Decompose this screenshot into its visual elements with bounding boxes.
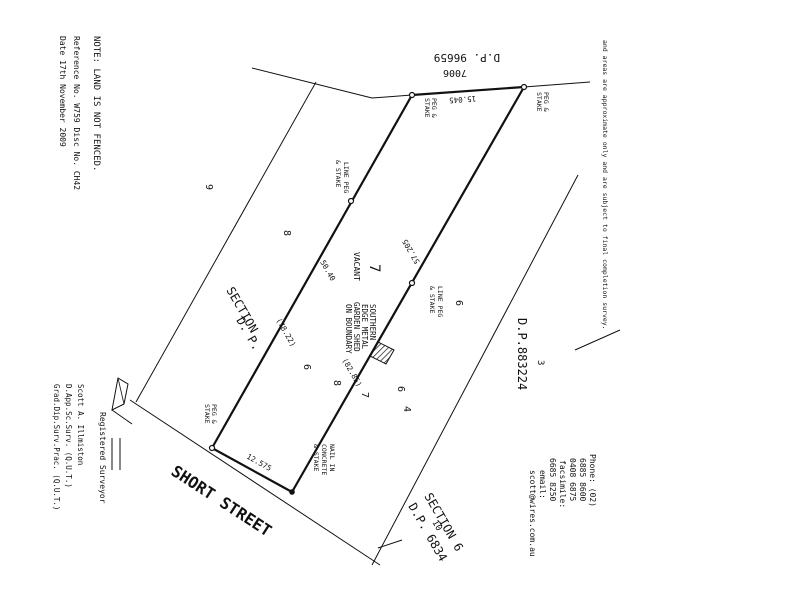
nail-bottom-right [289, 489, 295, 495]
north-arrow-icon [111, 377, 133, 425]
section-left-outer-line [135, 81, 317, 403]
lot-left-inner: 8 [281, 230, 292, 236]
peg-top-right [520, 83, 528, 91]
lot-right-boundary [291, 86, 525, 493]
right-outer-line [371, 174, 579, 566]
dim-left-upper: 50.40 [318, 259, 337, 283]
shed-line-4: ON BOUNDARY [344, 304, 353, 354]
contact-fax: 6685 8250 [548, 458, 557, 502]
contact-phone-2: 0408 6875 [568, 458, 577, 502]
contact-phone-label: Phone: (02) [588, 454, 597, 507]
marker-bottom-left-2: STAKE [203, 404, 211, 424]
top-right-reference-line [523, 81, 591, 88]
surveyor-name: Scott A. Illmiston [76, 384, 85, 465]
note-line-3: Date 17th November 2009 [58, 36, 67, 147]
marker-top-right-2: STAKE [535, 92, 543, 112]
marker-line-peg-left-2: & STAKE [334, 160, 342, 187]
lot-left-boundary [211, 94, 413, 449]
survey-pegs [208, 83, 528, 495]
top-reference-line-2 [371, 94, 413, 99]
surveyor-qual-1: D.App.Sc.Surv. (Q.U.T.) [64, 384, 73, 488]
lot-lower-8: 8 [331, 380, 342, 386]
shed-line-2: EDGE METAL [360, 304, 369, 350]
marker-bottom-right-3: & STAKE [312, 444, 320, 471]
right-lower-tick [574, 329, 621, 351]
lot-right-label: 3 [535, 360, 545, 365]
dp-right-label: D.P.883224 [515, 318, 529, 390]
marker-bottom-right-2: CONCRETE [320, 444, 328, 475]
lot-bottom-boundary [211, 447, 293, 493]
lot-top-label: 7006 [443, 67, 467, 78]
marker-line-peg-right-1: LINE PEG [436, 286, 444, 317]
shed-line-3: GARDEN SHED [352, 302, 361, 352]
dim-top: 15.045 [449, 94, 477, 105]
contact-phone-1: 6885 8600 [578, 458, 587, 502]
marker-bottom-left-1: PEG & [210, 404, 218, 424]
peg-top-left [408, 91, 416, 99]
surveyor-registered: Registered Surveyor [98, 412, 107, 504]
dp-left-label: D. P. [233, 315, 263, 353]
marker-line-peg-right-2: & STAKE [428, 286, 436, 313]
surveyor-qual-2: Grad.Dip.Surv.Prac. (Q.U.T.) [52, 384, 61, 510]
note-line-2: Reference No. W759 Disc No. CH42 [72, 36, 81, 190]
street-frontage-line [129, 399, 381, 566]
lot-left-outer: 9 [203, 184, 214, 190]
peg-bottom-left [208, 444, 216, 452]
lot-bottom-label: 10 [429, 519, 443, 533]
dim-right-upper: 57.205 [400, 238, 421, 266]
contact-fax-label: facsimile: [558, 460, 567, 508]
lot-lower-7: 7 [359, 392, 370, 398]
line-peg-left [347, 197, 355, 205]
note-line-1: NOTE: LAND IS NOT FENCED. [91, 36, 101, 171]
contact-email: scott@wires.com.au [528, 470, 537, 557]
lot-center-number: 7 [366, 264, 382, 272]
shed-line-1: SOUTHERN [368, 304, 377, 340]
lot-right-inner: 6 [453, 300, 464, 306]
lot-top-boundary [411, 85, 525, 97]
bottom-right-tick [377, 539, 403, 549]
marker-top-right-1: PEG & [542, 92, 550, 112]
marker-bottom-right-1: NAIL IN [328, 444, 336, 471]
lot-lower-4: 4 [401, 406, 412, 412]
top-reference-line [251, 67, 373, 99]
line-peg-right [408, 279, 416, 287]
marker-top-left-1: PEG & [430, 98, 438, 118]
vacant-label: VACANT [352, 252, 361, 281]
dp-top-label: D.P. 96659 [434, 51, 500, 64]
contact-email-label: email: [538, 470, 547, 499]
garden-shed-hatch [369, 341, 395, 365]
lot-right-side: 6 [395, 386, 406, 392]
lot-left-lower: 6 [301, 364, 312, 370]
marker-top-left-2: STAKE [423, 98, 431, 118]
approximate-note: and areas are approximate only and are s… [601, 40, 609, 330]
boundary-lines [129, 67, 621, 566]
marker-line-peg-left-1: LINE PEG [342, 162, 350, 193]
